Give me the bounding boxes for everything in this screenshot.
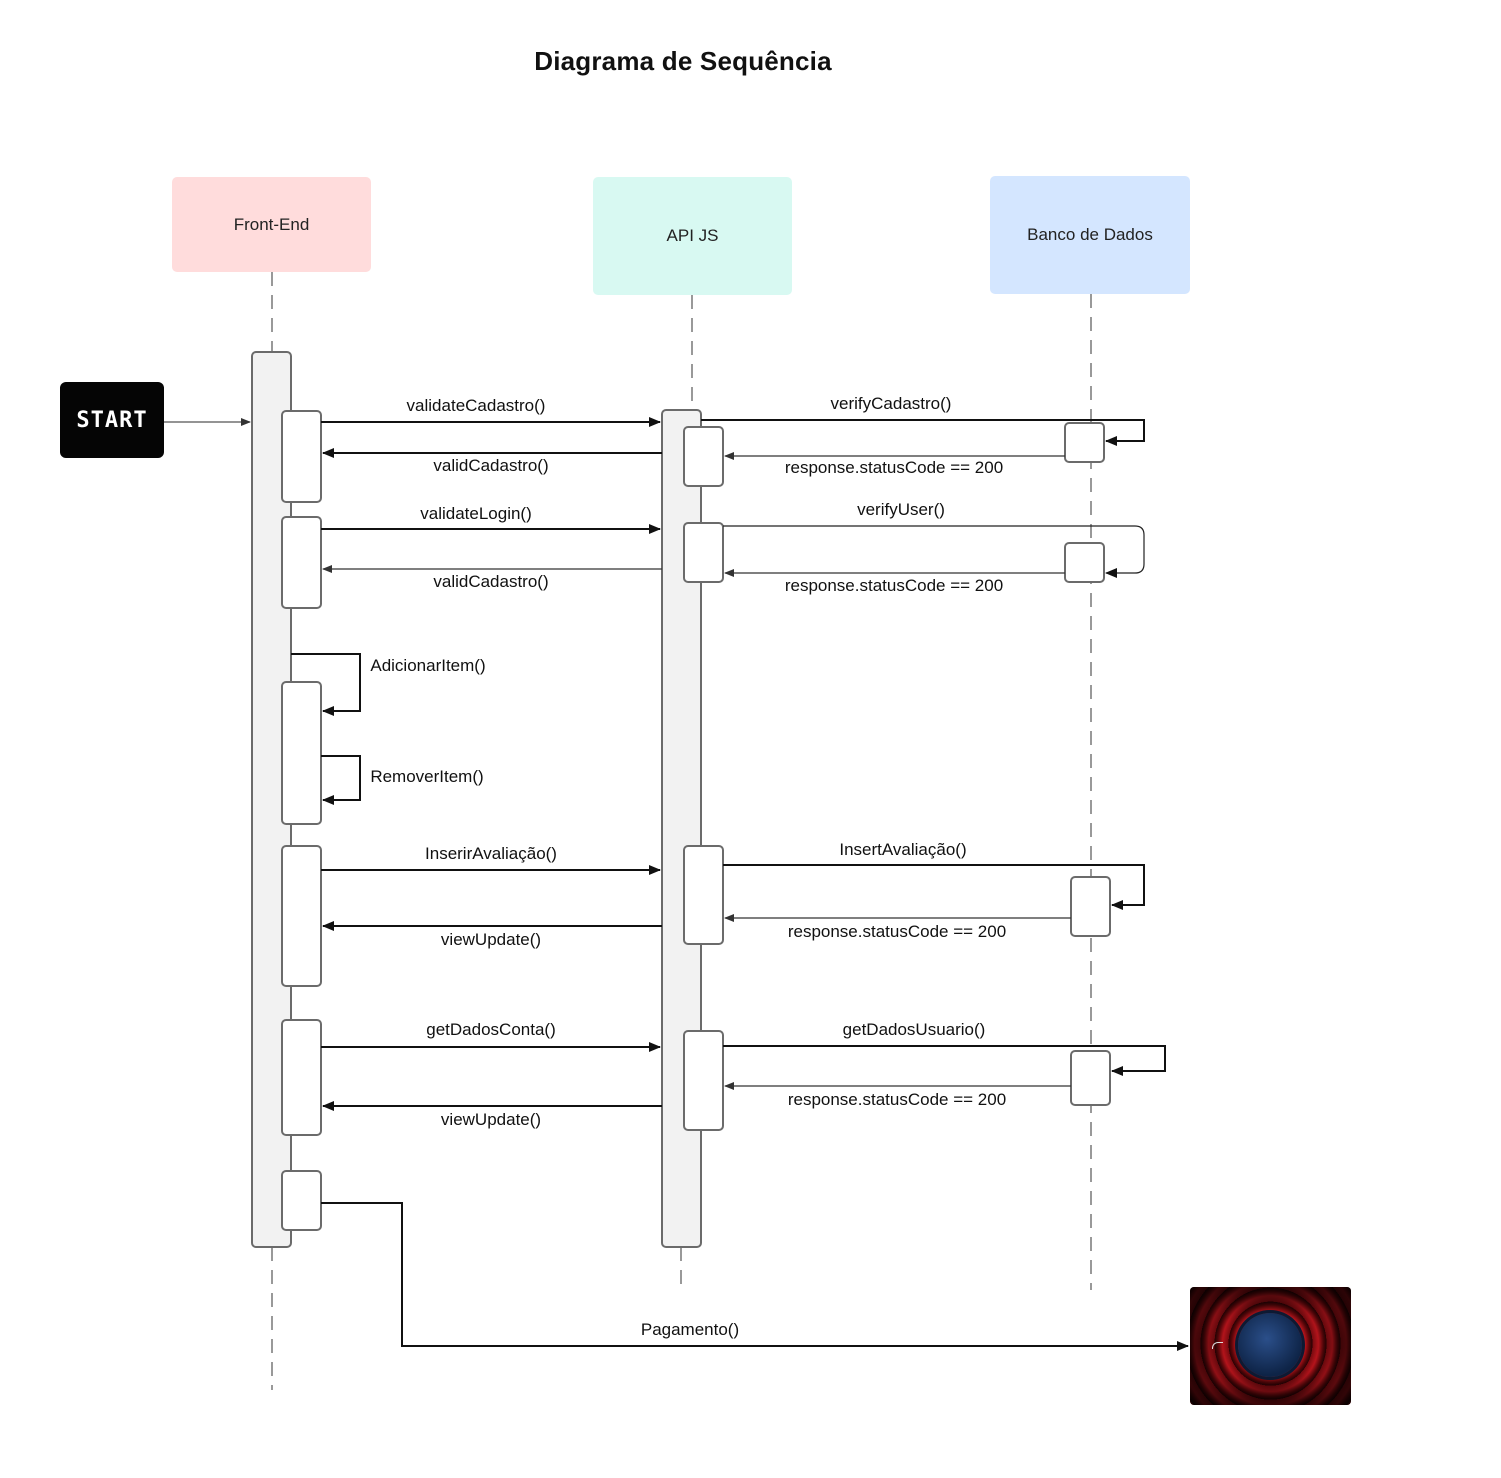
portal-core [1238,1313,1302,1377]
activation-box-front-end [281,681,322,825]
message-label: Pagamento() [641,1320,739,1339]
activation-box-database [1064,422,1105,463]
activation-box-api [683,522,724,583]
self-message-arrow [321,755,361,805]
activation-box-api [683,1030,724,1131]
message-label: viewUpdate() [441,930,541,949]
hook-icon [1212,1342,1223,1349]
message-arrow [321,1202,1189,1351]
message-label: InsertAvaliação() [839,840,966,859]
activation-box-database [1064,542,1105,583]
message-label: validCadastro() [433,572,548,591]
message-label: validateCadastro() [407,396,546,415]
message-label: response.statusCode == 200 [788,1090,1006,1109]
lifeline-header-api: API JS [593,177,792,295]
activation-box-api [683,845,724,945]
message-label: RemoverItem() [370,767,483,786]
message-label: response.statusCode == 200 [788,922,1006,941]
message-label: verifyCadastro() [831,394,952,413]
activation-box-database [1070,876,1111,937]
message-label: AdicionarItem() [370,656,485,675]
lifeline-label-api: API JS [666,226,719,245]
activation-box-front-end [281,1170,322,1231]
activation-box-front-end [281,1019,322,1136]
activation-box-api [683,426,724,487]
message-label: validateLogin() [420,504,532,523]
message-label: verifyUser() [857,500,945,519]
activation-box-front-end [281,410,322,503]
message-label: viewUpdate() [441,1110,541,1129]
message-arrow [701,419,1145,446]
self-message-arrow [291,653,361,716]
message-label: InserirAvaliação() [425,844,557,863]
start-label: START [76,407,148,433]
start-node: START [60,382,164,458]
diagram-title: Diagrama de Sequência [534,46,832,76]
message-label: validCadastro() [433,456,548,475]
message-arrow [723,525,1145,578]
payment-target-image [1190,1287,1351,1405]
message-label: response.statusCode == 200 [785,576,1003,595]
activation-box-database [1070,1050,1111,1106]
activation-box-front-end [281,516,322,609]
lifeline-label-front-end: Front-End [233,214,310,234]
message-arrow [723,1045,1166,1076]
message-label: response.statusCode == 200 [785,458,1003,477]
activation-box-front-end [281,845,322,987]
lifeline-header-front-end: Front-End [172,177,371,272]
message-arrow [723,864,1145,910]
message-label: getDadosUsuario() [843,1020,986,1039]
message-label: getDadosConta() [426,1020,555,1039]
lifeline-header-database: Banco de Dados [990,176,1190,294]
lifeline-label-database: Banco de Dados [1027,225,1153,244]
